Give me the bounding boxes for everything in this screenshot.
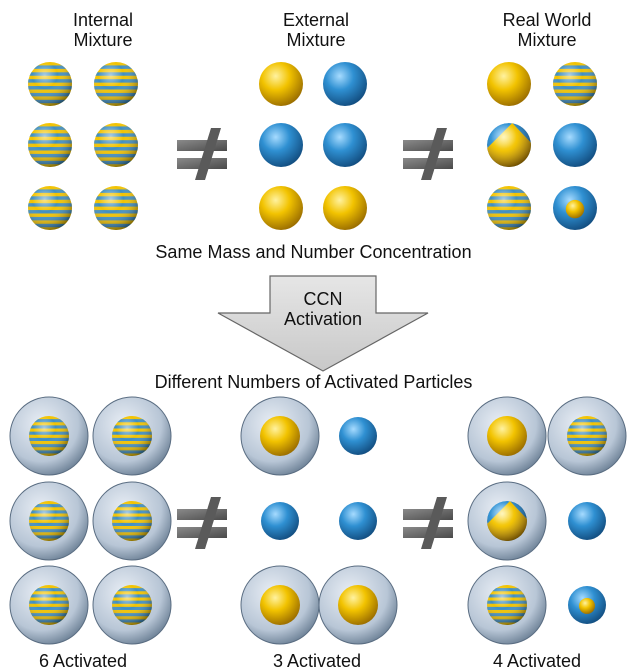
not-equal-icon-top-left <box>177 128 227 180</box>
real-world-activated-count: 4 Activated <box>492 651 582 671</box>
different-numbers-caption: Different Numbers of Activated Particles <box>154 372 473 392</box>
bottom-particle-grid <box>9 396 627 645</box>
striped-particle <box>28 62 72 106</box>
ccn-activation-arrow <box>217 275 429 372</box>
blue-particle <box>568 502 606 540</box>
striped-particle <box>29 585 69 625</box>
arrow-label-line2: Activation <box>283 309 363 329</box>
striped-particle <box>112 585 152 625</box>
top-particle-grid <box>28 62 597 230</box>
yellow-particle <box>487 62 531 106</box>
striped-particle <box>94 62 138 106</box>
coated-wedge-particle <box>487 123 531 167</box>
external-mixture-title-line2: Mixture <box>286 30 346 50</box>
real-world-mixture-title-line1: Real World <box>502 10 592 30</box>
blue-particle <box>261 502 299 540</box>
yellow-particle <box>259 62 303 106</box>
yellow-particle <box>323 186 367 230</box>
striped-particle <box>112 416 152 456</box>
real-world-mixture-title-line2: Mixture <box>517 30 577 50</box>
yellow-particle <box>487 416 527 456</box>
blue-particle <box>553 123 597 167</box>
striped-particle <box>94 186 138 230</box>
yellow-particle <box>260 585 300 625</box>
yellow-particle <box>260 416 300 456</box>
real-world-mixture-title: Real World Mixture <box>482 10 612 50</box>
striped-particle <box>567 416 607 456</box>
striped-particle <box>487 186 531 230</box>
internal-activated-count: 6 Activated <box>38 651 128 671</box>
external-mixture-title-line1: External <box>282 10 350 30</box>
striped-particle <box>29 501 69 541</box>
coated-wedge-particle <box>487 501 527 541</box>
striped-particle <box>28 123 72 167</box>
blue-particle <box>323 62 367 106</box>
striped-particle <box>553 62 597 106</box>
blue-particle <box>259 123 303 167</box>
striped-particle <box>487 585 527 625</box>
not-equal-icon-bottom-left <box>177 497 227 549</box>
external-mixture-title: External Mixture <box>256 10 376 50</box>
striped-particle <box>112 501 152 541</box>
yellow-particle <box>259 186 303 230</box>
yellow-particle <box>338 585 378 625</box>
blue-particle <box>339 417 377 455</box>
striped-particle <box>29 416 69 456</box>
striped-particle <box>28 186 72 230</box>
arrow-label: CCN Activation <box>268 289 378 329</box>
striped-particle <box>94 123 138 167</box>
blue-core-yellow-particle <box>553 186 597 230</box>
not-equal-icon-top-right <box>403 128 453 180</box>
internal-mixture-title-line1: Internal <box>72 10 134 30</box>
blue-particle <box>339 502 377 540</box>
external-activated-count: 3 Activated <box>272 651 362 671</box>
blue-particle <box>323 123 367 167</box>
blue-core-yellow-particle <box>568 586 606 624</box>
not-equal-icon-bottom-right <box>403 497 453 549</box>
same-mass-caption: Same Mass and Number Concentration <box>155 242 472 262</box>
internal-mixture-title-line2: Mixture <box>73 30 133 50</box>
arrow-label-line1: CCN <box>303 289 343 309</box>
internal-mixture-title: Internal Mixture <box>43 10 163 50</box>
